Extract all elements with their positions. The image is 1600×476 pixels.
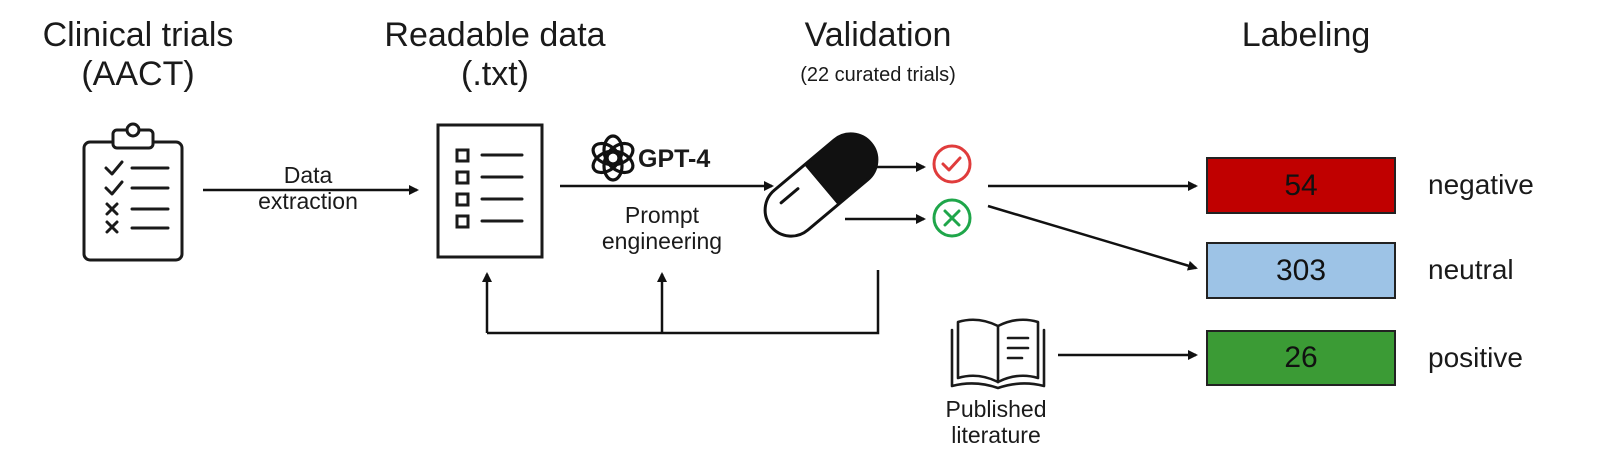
data-extraction-label: Data extraction	[258, 162, 358, 215]
published-literature-label: Published literature	[945, 396, 1047, 449]
heading-readable-data: Readable data (.txt)	[384, 16, 606, 94]
check-circle-icon	[932, 144, 972, 184]
label-name-neutral: neutral	[1428, 254, 1514, 285]
flow-arrows	[203, 162, 1198, 360]
arrow-to-neutral	[987, 204, 1198, 271]
label-box-positive: 26	[1206, 330, 1396, 386]
document-list-icon	[436, 123, 544, 259]
openai-logo-icon	[591, 134, 635, 182]
heading-labeling: Labeling	[1241, 16, 1371, 54]
feedback-loop	[487, 270, 880, 335]
label-name-negative: negative	[1428, 169, 1534, 200]
gpt4-label: GPT-4	[638, 145, 711, 173]
pill-capsule-icon	[754, 123, 888, 247]
prompt-engineering-label: Prompt engineering	[601, 202, 723, 255]
label-box-negative: 54	[1206, 157, 1396, 214]
heading-validation: Validation	[804, 16, 952, 54]
heading-validation-sub: (22 curated trials)	[800, 64, 956, 86]
clipboard-checklist-icon	[82, 122, 184, 262]
heading-clinical-trials: Clinical trials (AACT)	[42, 16, 234, 94]
cross-circle-icon	[932, 198, 972, 238]
open-book-icon	[950, 318, 1046, 390]
label-box-neutral: 303	[1206, 242, 1396, 299]
label-name-positive: positive	[1428, 342, 1523, 373]
